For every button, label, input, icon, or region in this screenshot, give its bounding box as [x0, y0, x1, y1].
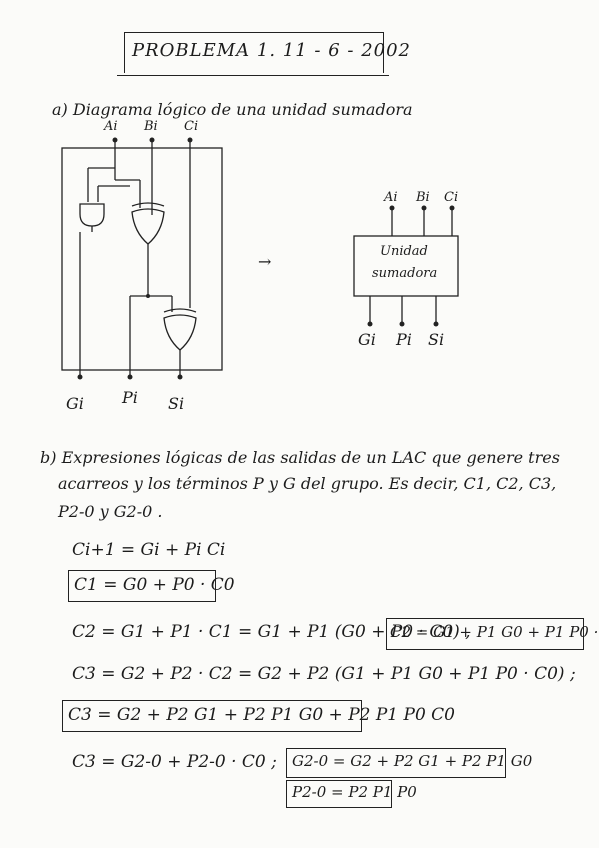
equation-carry-general: Ci+1 = Gi + Pi Ci	[72, 540, 226, 560]
equation-c3: C3 = G2 + P2 G1 + P2 P1 G0 + P2 P1 P0 C0	[68, 705, 455, 725]
page-title: PROBLEMA 1. 11 - 6 - 2002	[132, 40, 412, 61]
box-c1	[68, 570, 216, 602]
equation-g20: G2-0 = G2 + P2 G1 + P2 P1 G0	[292, 752, 533, 770]
block-output-p: Pi	[396, 330, 412, 349]
output-label-s: Si	[168, 394, 185, 413]
box-c3	[62, 700, 362, 732]
output-label-p: Pi	[122, 388, 138, 407]
box-g20	[286, 748, 506, 778]
arrow-icon: →	[258, 252, 272, 271]
section-b-line1: b) Expresiones lógicas de las salidas de…	[40, 448, 560, 467]
block-output-s: Si	[428, 330, 445, 349]
block-input-c: Ci	[444, 190, 459, 205]
output-label-g: Gi	[66, 394, 84, 413]
block-output-g: Gi	[358, 330, 376, 349]
input-label-b: Bi	[144, 119, 158, 134]
input-label-c: Ci	[184, 119, 199, 134]
block-input-a: Ai	[384, 190, 398, 205]
section-b-line3: P2-0 y G2-0 .	[58, 502, 163, 521]
equation-c2: C2 = G1 + P1 · C1 = G1 + P1 (G0 + P0 · C…	[72, 622, 471, 642]
title-box	[117, 32, 389, 76]
equation-c2-result: C2 = G1 + P1 G0 + P1 P0 · C0	[390, 623, 599, 641]
section-b-line2: acarreos y los términos P y G del grupo.…	[58, 474, 557, 493]
equation-c3-expand: C3 = G2 + P2 · C2 = G2 + P2 (G1 + P1 G0 …	[72, 664, 576, 684]
box-c2	[386, 618, 584, 650]
block-input-b: Bi	[416, 190, 430, 205]
box-p20	[286, 780, 392, 808]
block-label-line1: Unidad	[380, 244, 428, 259]
block-label-line2: sumadora	[372, 266, 438, 281]
section-a-heading: a) Diagrama lógico de una unidad sumador…	[52, 100, 413, 119]
equation-c3-group: C3 = G2-0 + P2-0 · C0 ;	[72, 752, 277, 772]
equation-c1: C1 = G0 + P0 · C0	[74, 575, 235, 595]
equation-p20: P2-0 = P2 P1 P0	[292, 783, 417, 801]
input-label-a: Ai	[104, 119, 118, 134]
